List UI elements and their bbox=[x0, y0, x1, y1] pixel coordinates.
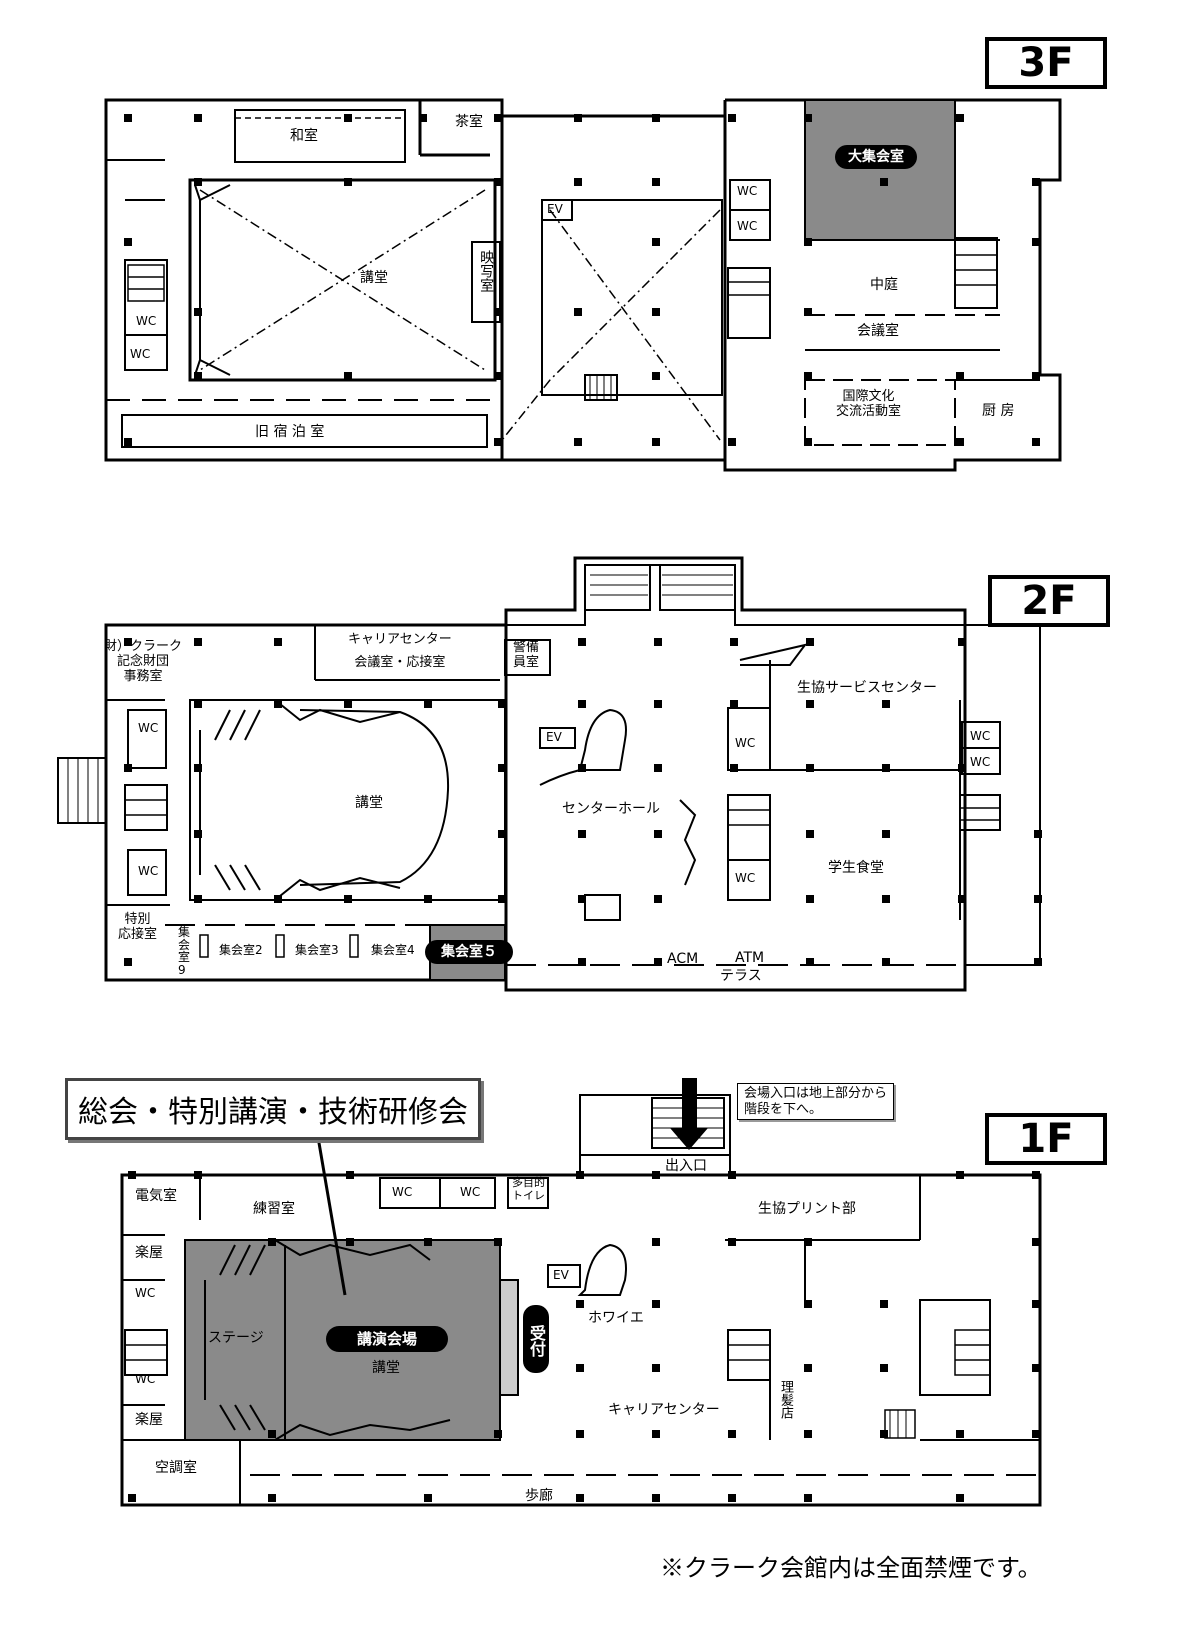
floor-2f-plan bbox=[57, 556, 1041, 992]
room-daishukaishitsu: 大集会室 bbox=[835, 145, 917, 169]
floor-label-3f: 3F bbox=[985, 37, 1107, 89]
room-terrace: テラス bbox=[720, 968, 762, 984]
room-gakuya-1: 楽屋 bbox=[135, 1245, 163, 1261]
room-seikyo-service: 生協サービスセンター bbox=[797, 680, 937, 696]
room-tamokuteki: 多目的 トイレ bbox=[512, 1176, 545, 1202]
room-shukai9: 集 会 室 9 bbox=[178, 925, 191, 977]
columns bbox=[124, 114, 1042, 1502]
ev-2f: EV bbox=[546, 730, 562, 744]
room-clark-office: 財）クラーク 記念財団 事務室 bbox=[104, 639, 183, 684]
floor-label-2f: 2F bbox=[988, 575, 1110, 627]
room-washitsu: 和室 bbox=[290, 128, 318, 144]
room-wc-2f-4: WC bbox=[735, 871, 756, 885]
room-koudou-3f: 講堂 bbox=[360, 270, 388, 286]
room-career-center: キャリアセンター bbox=[608, 1402, 720, 1418]
room-denkishitsu: 電気室 bbox=[135, 1188, 177, 1204]
room-koudou-2f: 講堂 bbox=[355, 795, 383, 811]
highlight-daishukaishitsu bbox=[804, 99, 956, 241]
room-nakaniwa: 中庭 bbox=[870, 277, 898, 293]
atm: ATM bbox=[735, 950, 765, 966]
room-howaie: ホワイエ bbox=[588, 1310, 644, 1326]
room-wc-2f-3: WC bbox=[735, 736, 756, 750]
room-wc-3f-1: WC bbox=[136, 314, 157, 328]
room-eishashitsu: 映写室 bbox=[478, 250, 495, 292]
room-horou: 歩廊 bbox=[525, 1488, 553, 1504]
footer-no-smoking-note: ※クラーク会館内は全面禁煙です。 bbox=[660, 1554, 1042, 1582]
room-wc-2f-1: WC bbox=[138, 721, 159, 735]
room-wc-2f-2: WC bbox=[138, 864, 159, 878]
room-wc-3f-4: WC bbox=[737, 219, 758, 233]
acm: ACM bbox=[667, 951, 699, 967]
entrance-note: 会場入口は地上部分から 階段を下へ。 bbox=[737, 1083, 895, 1121]
room-wc-1f-1: WC bbox=[392, 1185, 413, 1199]
room-rihatsuten: 理髪店 bbox=[777, 1380, 793, 1419]
room-shukai4: 集会室4 bbox=[371, 943, 415, 957]
room-wc-1f-2: WC bbox=[460, 1185, 481, 1199]
room-gakuya-2: 楽屋 bbox=[135, 1412, 163, 1428]
room-kyushukuhakushitsu: 旧 宿 泊 室 bbox=[255, 424, 325, 440]
room-wc-1f-4: WC bbox=[135, 1372, 156, 1386]
room-wc-1f-3: WC bbox=[135, 1286, 156, 1300]
room-wc-2f-5: WC bbox=[970, 729, 991, 743]
room-stage: ステージ bbox=[208, 1330, 264, 1346]
floor-3f-plan bbox=[104, 98, 1062, 472]
room-tokubetsu-ousetsu: 特別 応接室 bbox=[118, 912, 158, 942]
room-renshushitsu: 練習室 bbox=[253, 1201, 295, 1217]
room-chashitsu: 茶室 bbox=[455, 114, 483, 130]
room-wc-2f-6: WC bbox=[970, 755, 991, 769]
event-callout: 総会・特別講演・技術研修会 bbox=[65, 1078, 481, 1140]
room-gakusei-shokudo: 学生食堂 bbox=[828, 860, 884, 876]
floor-label-1f: 1F bbox=[985, 1113, 1107, 1165]
ev-3f: EV bbox=[547, 202, 563, 216]
room-shukai5: 集会室５ bbox=[425, 940, 513, 964]
entrance-deiriguchi[interactable]: 出入口 bbox=[665, 1158, 707, 1174]
room-chubo: 厨 房 bbox=[982, 403, 1015, 419]
room-koudou-1f: 講堂 bbox=[372, 1360, 400, 1376]
room-career-meeting: キャリアセンター 会議室・応接室 bbox=[348, 632, 452, 671]
room-wc-3f-2: WC bbox=[130, 347, 151, 361]
room-shukai3: 集会室3 bbox=[295, 943, 339, 957]
ev-1f: EV bbox=[553, 1268, 569, 1282]
room-kuchoshitsu: 空調室 bbox=[155, 1460, 197, 1476]
room-center-hall: センターホール bbox=[562, 801, 660, 817]
room-kokusai: 国際文化 交流活動室 bbox=[836, 389, 902, 419]
reception-uketsuke[interactable]: 受付 bbox=[523, 1305, 549, 1373]
room-seikyo-print: 生協プリント部 bbox=[758, 1201, 856, 1217]
room-wc-3f-3: WC bbox=[737, 184, 758, 198]
room-shukai2: 集会室2 bbox=[219, 943, 263, 957]
room-keibi: 警備 員室 bbox=[513, 640, 540, 670]
room-kouen-kaijou: 講演会場 bbox=[326, 1326, 448, 1352]
floor-1f-plan bbox=[120, 1094, 1042, 1507]
room-kaigishitsu-3f: 会議室 bbox=[857, 323, 899, 339]
